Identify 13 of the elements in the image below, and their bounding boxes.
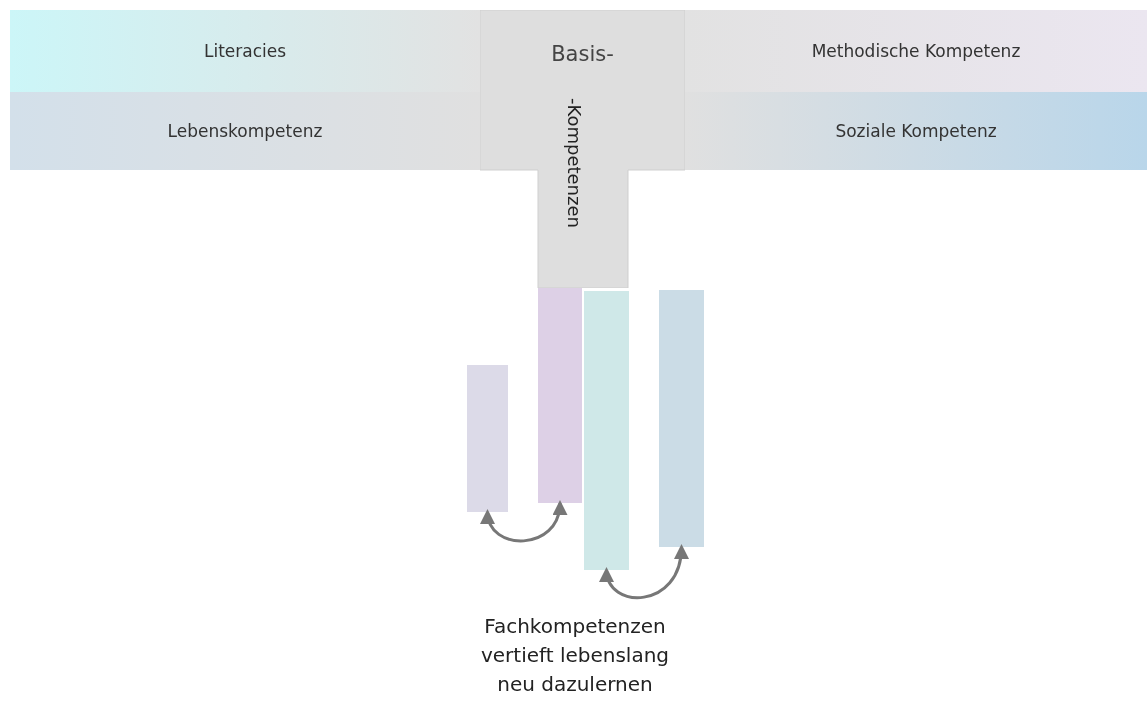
vertical-bar bbox=[467, 365, 508, 512]
competence-box: Literacies bbox=[10, 10, 480, 92]
competence-box: Lebenskompetenz bbox=[10, 92, 480, 170]
competence-box: Methodische Kompetenz bbox=[685, 10, 1147, 92]
vertical-label: -Kompetenzen bbox=[564, 98, 585, 228]
curved-arrow bbox=[601, 544, 688, 599]
caption-text: Fachkompetenzen vertieft lebenslang neu dazulernen bbox=[440, 612, 710, 707]
vertical-bar bbox=[659, 290, 704, 547]
heading-text: Basis- bbox=[551, 42, 614, 66]
competence-box: Soziale Kompetenz bbox=[685, 92, 1147, 170]
vertical-bar bbox=[538, 288, 582, 503]
curved-arrow bbox=[481, 500, 566, 543]
vertical-bar bbox=[584, 291, 629, 570]
